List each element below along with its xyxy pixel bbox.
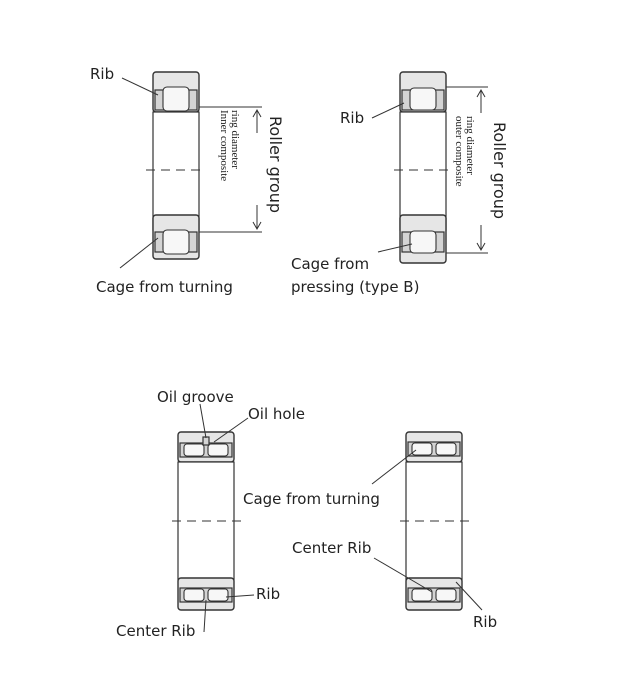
oil-hole-label: Oil hole xyxy=(248,405,305,423)
center-rib-leader xyxy=(203,599,207,633)
diameter-label-1: outer composite xyxy=(453,116,465,187)
roller-top xyxy=(162,86,190,112)
rib-label: Rib xyxy=(90,65,114,83)
dim-arrowhead-top xyxy=(252,108,262,118)
roller-bottom-left xyxy=(411,588,433,602)
oil-hole-leader xyxy=(213,417,249,443)
roller-bottom-left xyxy=(183,588,205,602)
bearing-bottom-left: Oil groove Oil hole Rib Center Rib xyxy=(116,388,305,640)
cage-label-2: pressing (type B) xyxy=(291,278,419,296)
rib-leader xyxy=(371,102,405,119)
roller-group-label: Roller group xyxy=(266,116,285,213)
oil-groove-leader xyxy=(199,403,207,439)
roller-top xyxy=(409,87,437,111)
dim-arrowhead-top xyxy=(476,88,486,98)
cage-label-1: Cage from xyxy=(291,255,369,273)
dim-arrowhead-bottom xyxy=(252,221,262,231)
cage-leader xyxy=(377,243,413,253)
roller-top-right xyxy=(435,442,457,456)
bearing-top-left: Rib Inner composite ring diameter Roller… xyxy=(90,65,285,296)
rib-leader xyxy=(121,77,159,96)
oil-groove-mark xyxy=(202,436,210,446)
center-rib-label: Center Rib xyxy=(116,622,195,640)
roller-top-left xyxy=(183,443,205,457)
oil-groove-label: Oil groove xyxy=(157,388,234,406)
bearing-body xyxy=(399,111,447,231)
rib-leader xyxy=(455,581,483,611)
diameter-label-1: Inner composite xyxy=(218,110,230,181)
bearing-bottom-right: Cage from turning Center Rib Rib xyxy=(243,431,497,631)
roller-group-label: Roller group xyxy=(490,122,509,219)
cage-label: Cage from turning xyxy=(243,490,380,508)
roller-top-left xyxy=(411,442,433,456)
roller-bottom xyxy=(162,229,190,255)
cage-leader xyxy=(371,449,417,485)
cage-label: Cage from turning xyxy=(96,278,233,296)
diameter-label-2: ring diameter xyxy=(464,116,476,175)
diameter-label-2: ring diameter xyxy=(229,110,241,169)
dim-arrowhead-bottom xyxy=(476,242,486,252)
bearing-top-right: Rib outer composite ring diameter Roller… xyxy=(291,71,509,296)
roller-bottom xyxy=(409,230,437,254)
center-rib-leader xyxy=(373,557,433,593)
rib-label: Rib xyxy=(473,613,497,631)
center-rib-label: Center Rib xyxy=(292,539,371,557)
bearing-body xyxy=(152,111,200,231)
roller-bottom-right xyxy=(435,588,457,602)
rib-label: Rib xyxy=(340,109,364,127)
roller-top-right xyxy=(207,443,229,457)
rib-leader xyxy=(225,594,255,598)
roller-bottom-right xyxy=(207,588,229,602)
cage-leader xyxy=(119,237,159,269)
rib-label: Rib xyxy=(256,585,280,603)
